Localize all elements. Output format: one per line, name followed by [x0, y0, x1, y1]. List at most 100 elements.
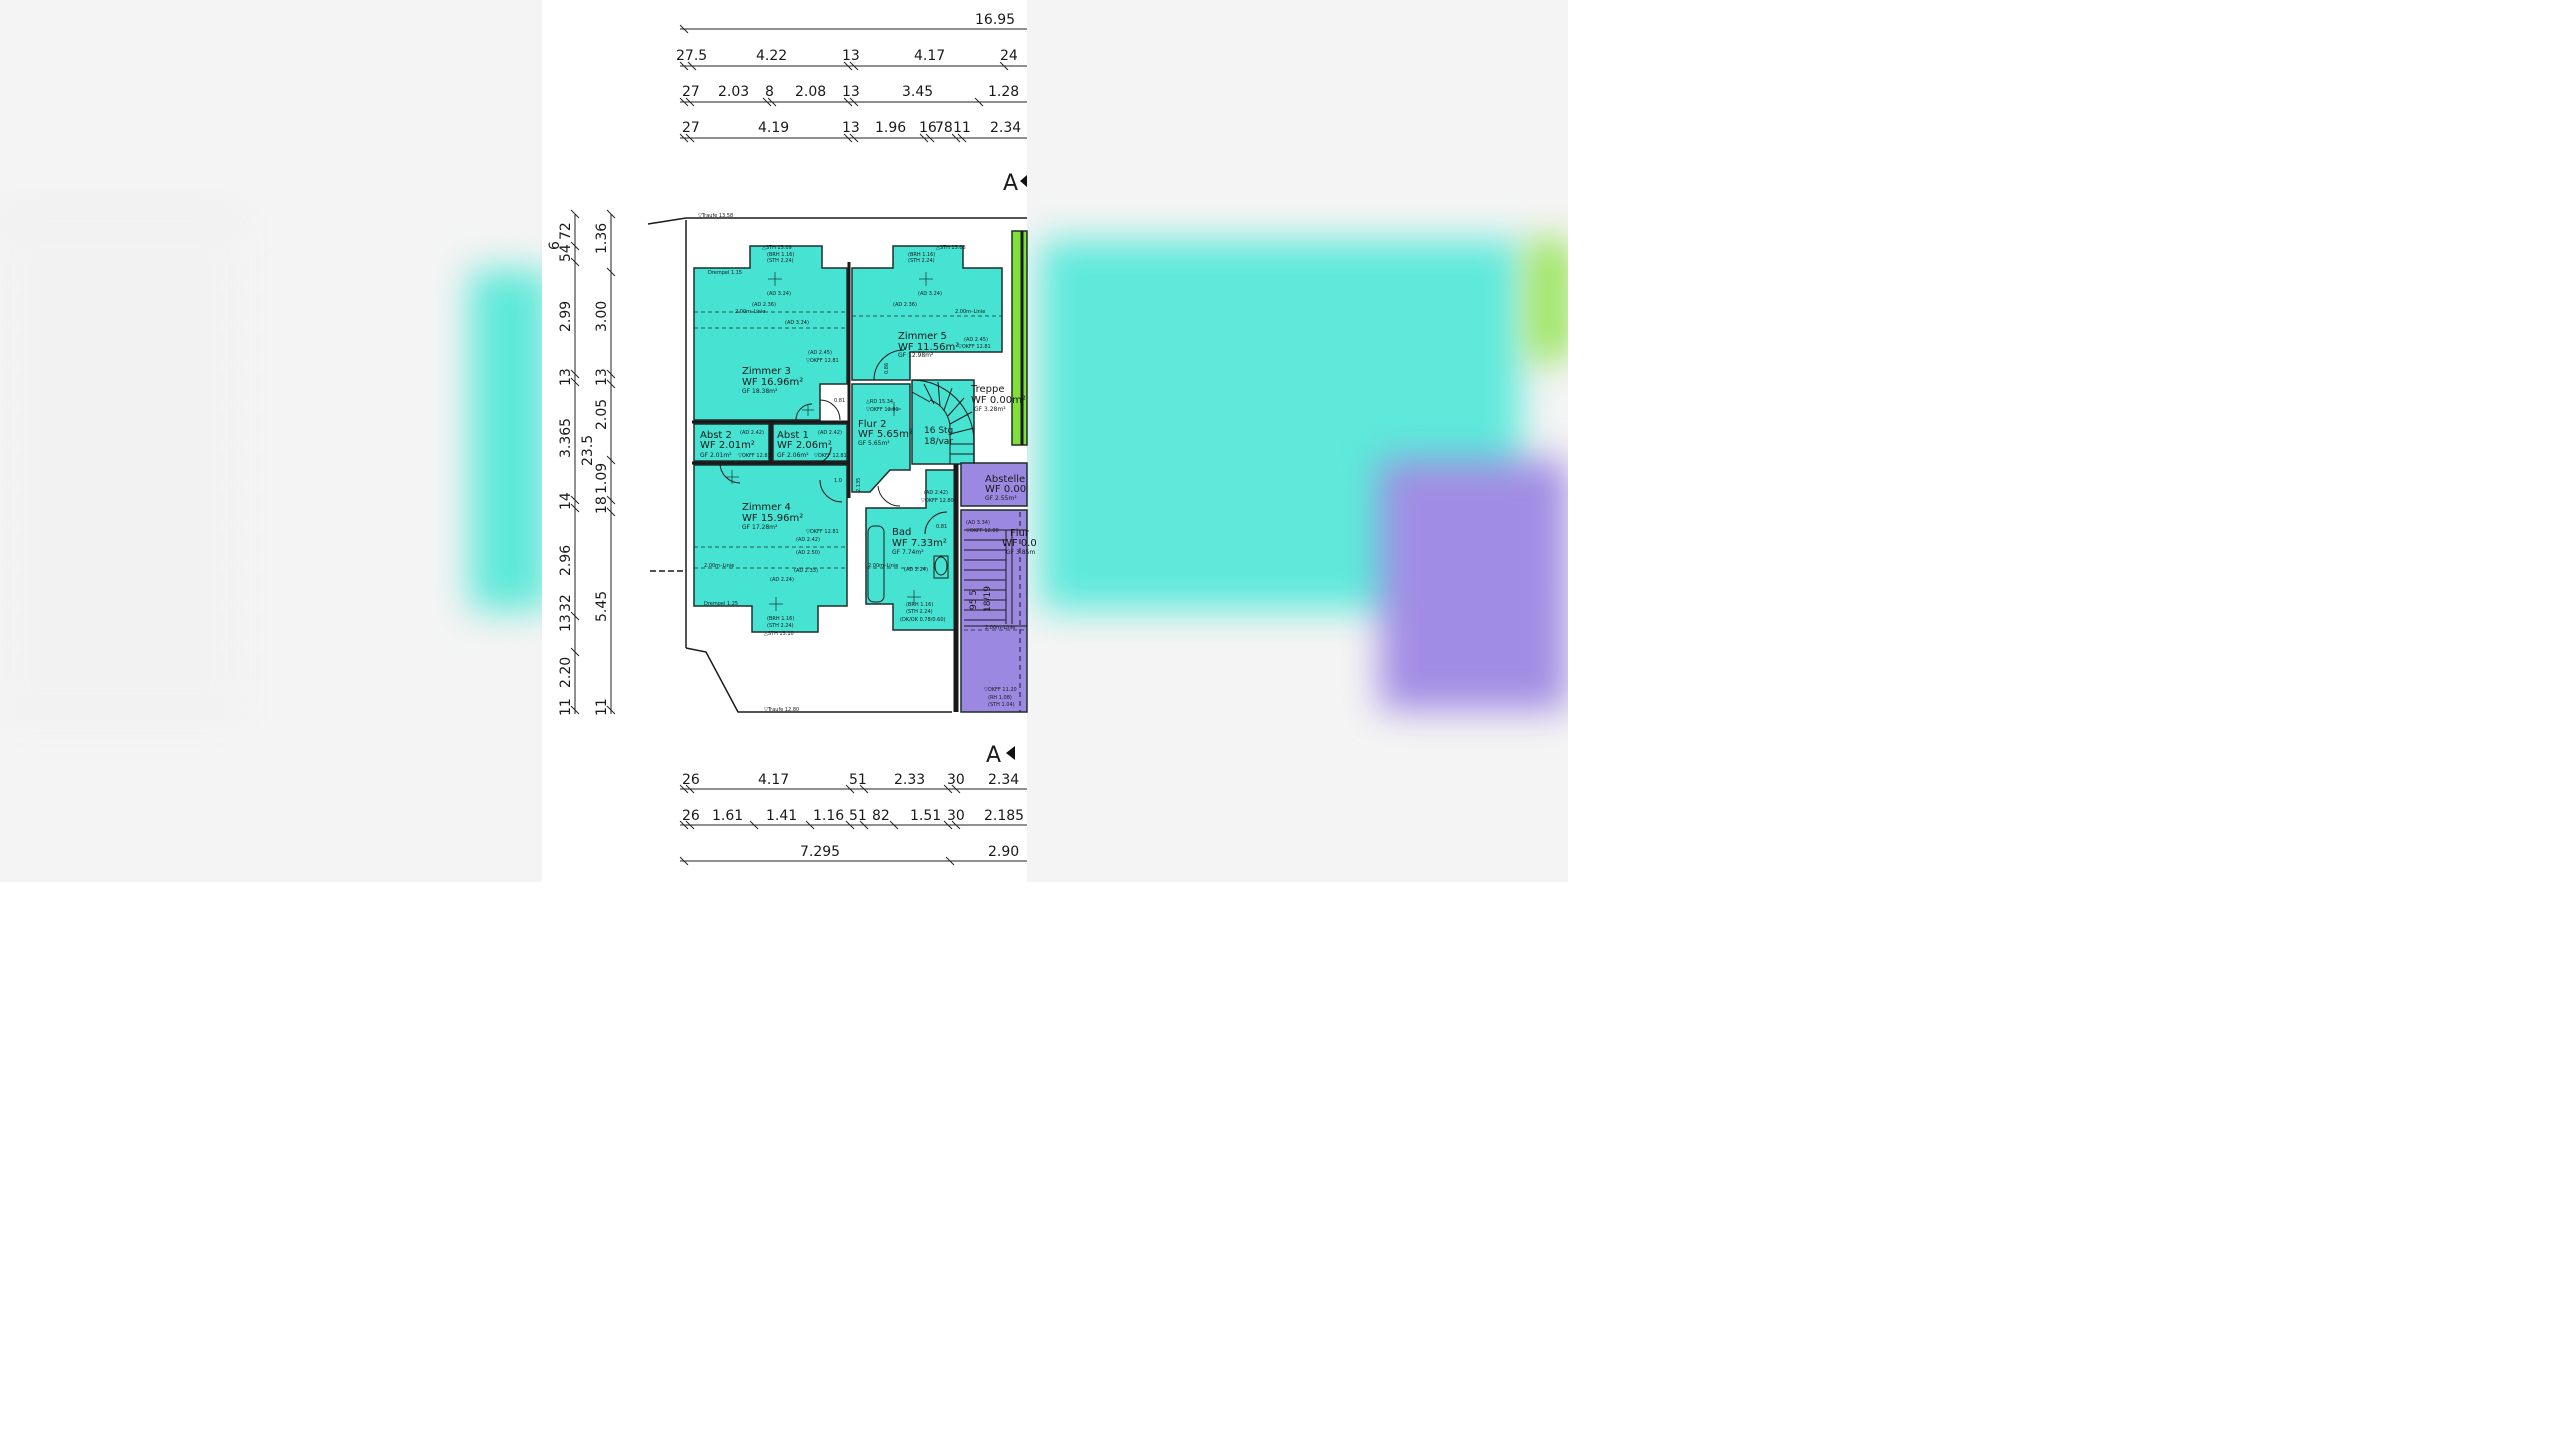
- dim-ticks-top: [679, 24, 1009, 143]
- treppe-count: 16 Stg: [924, 426, 953, 436]
- treppe-size: 18/var: [924, 437, 953, 447]
- dim-top-2-4: 13: [842, 84, 860, 100]
- dim-top-2-2: 8: [765, 84, 774, 100]
- z3-ad3: (AD 2.45): [808, 350, 832, 356]
- dim-top-3-0: 27: [682, 120, 700, 136]
- abst2-ad: (AD 2.42): [740, 430, 764, 436]
- door-abst1: [814, 446, 832, 464]
- room-abst2[interactable]: [693, 423, 770, 462]
- door-bad-w: 0.81: [936, 524, 947, 530]
- room-treppe-floor: [911, 379, 975, 465]
- dim-left-outer-8: 13: [558, 614, 574, 632]
- dim-top-2-0: 27: [682, 84, 700, 100]
- abst2-gf: GF 2.01m²: [700, 452, 732, 459]
- door-bad-2: [924, 511, 948, 535]
- dim-bot-2-8: 2.185: [984, 808, 1024, 824]
- dim-top-1-2: 13: [842, 48, 860, 64]
- z4-bot2: (STH 2.24): [767, 623, 794, 629]
- eave-line-bottom: [685, 647, 952, 713]
- z4-bot1: (BRH 1.16): [767, 616, 794, 622]
- z5-ad3: (AD 2.45): [964, 337, 988, 343]
- zimmer3-name: Zimmer 3: [742, 366, 791, 377]
- zimmer3-wf: WF 16.96m²: [742, 377, 803, 388]
- dim-top-3-3: 1.96: [875, 120, 906, 136]
- abst1-name: Abst 1: [777, 430, 809, 441]
- flur2-gf: GF 5.65m²: [858, 440, 890, 447]
- zimmer4-name: Zimmer 4: [742, 502, 791, 513]
- zimmer4-gf: GF 17.28m²: [742, 524, 778, 531]
- room-zimmer4[interactable]: [693, 464, 848, 633]
- dim-top-2-6: 1.28: [988, 84, 1019, 100]
- dim-top-3-1: 4.19: [758, 120, 789, 136]
- zimmer3-gf: GF 18.38m²: [742, 388, 778, 395]
- room-zimmer5[interactable]: [851, 245, 1003, 381]
- door-abst2: [795, 403, 813, 421]
- dim-left-inner-6: 5.45: [594, 591, 610, 622]
- blur-left-teal: [470, 270, 550, 610]
- drempel-top: Drempel 1.15: [708, 270, 742, 276]
- dim-bot-2-1: 1.61: [712, 808, 743, 824]
- dim-left-inner-3: 2.05: [594, 399, 610, 430]
- bath-fixtures: [867, 525, 949, 603]
- abst2-okff: ▽OKFF 12.81: [738, 453, 771, 459]
- window-marks: [725, 272, 933, 611]
- flur-gf: GF 3.85m: [1006, 549, 1035, 556]
- drempel-bottom: Drempel 1.25: [704, 601, 738, 607]
- room-flur2[interactable]: [851, 383, 911, 493]
- z5-okff: ▽OKFF 12.81: [958, 344, 991, 350]
- dim-bot-1-2: 51: [849, 772, 867, 788]
- door-zimmer3: [819, 399, 841, 421]
- door-zimmer5: [873, 349, 905, 381]
- door-bad: [877, 485, 901, 507]
- eave-line-top: [647, 217, 1027, 225]
- room-zimmer3[interactable]: [693, 245, 848, 421]
- section-label-bottom: A: [986, 743, 1001, 768]
- dim-top-2-5: 3.45: [902, 84, 933, 100]
- blur-right-green: [1530, 240, 1568, 360]
- dim-top-1-4: 24: [1000, 48, 1018, 64]
- dim-left-outer-2: 72: [558, 222, 574, 240]
- dim-top-0-0: 16.95: [975, 12, 1015, 28]
- dim-top-3-2: 13: [842, 120, 860, 136]
- traufe-top: ▽Traufe 13.58: [698, 213, 733, 219]
- dim-top-2-3: 2.08: [795, 84, 826, 100]
- abstelle-name: Abstelle: [985, 474, 1025, 485]
- stair2-b: 18/19: [983, 586, 993, 612]
- z4-ad4: (AD 2.24): [770, 577, 794, 583]
- building-outline: [647, 217, 1027, 713]
- room-flur-stair[interactable]: [960, 509, 1028, 713]
- small-annotations: ▽Traufe 13.58 ▽Traufe 12.80 Drempel 1.15…: [698, 213, 1017, 713]
- bottom-dimension-labels: 26 4.17 51 2.33 30 2.34 26 1.61 1.41 1.1…: [682, 772, 1024, 860]
- linie-flur: 2.00m–Linie: [985, 625, 1015, 631]
- dim-left-middle-0: 23.5: [580, 435, 596, 466]
- section-label-top: A: [1003, 171, 1018, 196]
- abst1-wf: WF 2.06m²: [777, 440, 832, 451]
- treppe-name: Treppe: [970, 384, 1005, 395]
- dim-top-1-1: 4.22: [756, 48, 787, 64]
- flur-okff: ▽OKFF 12.80: [966, 528, 999, 534]
- dim-top-3-7: 2.34: [990, 120, 1021, 136]
- stair-treppe: [911, 379, 975, 464]
- section-mark-top: A: [1003, 171, 1027, 196]
- dim-bot-3-0: 7.295: [800, 844, 840, 860]
- z5-top2: (STH 2.24): [908, 258, 935, 264]
- flur2-okff: ▽OKFF 12.81: [866, 407, 899, 413]
- room-abstelle[interactable]: [960, 462, 1028, 507]
- bad-ad: (AD 2.42): [924, 490, 948, 496]
- linie-z4: 2.00m–Linie: [704, 563, 734, 569]
- blur-left-lines: [0, 220, 240, 720]
- z3-top3: (STH 2.24): [767, 258, 794, 264]
- bottom-dimension-chain: [679, 784, 1027, 866]
- dim-left-outer-3: 2.99: [558, 301, 574, 332]
- traufe-bottom: ▽Traufe 12.80: [764, 707, 799, 713]
- zimmer5-name: Zimmer 5: [898, 331, 947, 342]
- z4-ad3: (AD 2.33): [794, 568, 818, 574]
- dim-bot-2-0: 26: [682, 808, 700, 824]
- section-arrow-bottom: [1006, 746, 1015, 760]
- room-abst1[interactable]: [772, 423, 848, 462]
- room-green[interactable]: [1011, 230, 1028, 446]
- toilet-cistern: [933, 555, 949, 579]
- stair-okff: ▽OKFF 11.20: [984, 687, 1017, 693]
- linie-z5: 2.00m–Linie: [955, 309, 985, 315]
- flur2-name: Flur 2: [858, 419, 887, 430]
